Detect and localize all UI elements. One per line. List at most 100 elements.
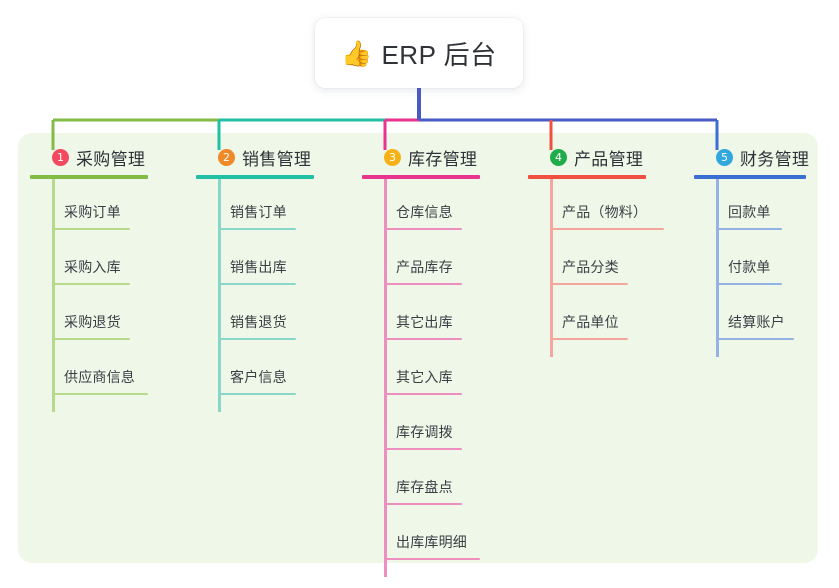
branch-child-item[interactable]: 库存盘点 xyxy=(362,456,508,511)
child-label: 客户信息 xyxy=(230,369,287,385)
branch-child-item[interactable]: 库存调拨 xyxy=(362,401,508,456)
branch-header-5[interactable]: 5 财务管理 xyxy=(694,145,814,169)
child-underline xyxy=(384,558,480,560)
branch-child-item[interactable]: 出库库明细 xyxy=(362,511,508,566)
branch-children: 产品（物料） 产品分类产品单位 xyxy=(528,181,674,346)
child-label: 采购退货 xyxy=(64,314,121,330)
child-label: 回款单 xyxy=(728,204,771,220)
child-underline xyxy=(716,283,782,285)
branch-column-3: 3 库存管理仓库信息产品库存其它出库其它入库库存调拨库存盘点出库库明细 xyxy=(362,145,508,577)
branch-column-4: 4 产品管理产品（物料） 产品分类产品单位 xyxy=(528,145,674,357)
branch-child-item[interactable]: 采购入库 xyxy=(30,236,176,291)
branch-spine xyxy=(384,179,387,577)
child-underline xyxy=(384,393,462,395)
child-underline xyxy=(52,393,148,395)
child-label: 其它出库 xyxy=(396,314,453,330)
child-label: 其它入库 xyxy=(396,369,453,385)
branch-column-5: 5 财务管理回款单付款单结算账户 xyxy=(694,145,814,357)
branch-child-item[interactable]: 销售订单 xyxy=(196,181,342,236)
branch-children: 销售订单销售出库销售退货客户信息 xyxy=(196,181,342,401)
child-underline xyxy=(716,228,782,230)
branch-child-item[interactable]: 产品库存 xyxy=(362,236,508,291)
branch-number-badge: 5 xyxy=(716,148,733,166)
branch-spine xyxy=(52,179,55,412)
branch-child-item[interactable]: 回款单 xyxy=(694,181,814,236)
child-label: 产品单位 xyxy=(562,314,619,330)
branch-header-2[interactable]: 2 销售管理 xyxy=(196,145,342,169)
branch-title: 产品管理 xyxy=(574,149,644,169)
child-label: 采购订单 xyxy=(64,204,121,220)
child-underline xyxy=(550,228,664,230)
child-underline xyxy=(384,338,462,340)
child-label: 库存调拨 xyxy=(396,424,453,440)
branch-number-badge: 1 xyxy=(52,148,69,166)
branch-child-item[interactable]: 产品（物料） xyxy=(528,181,674,236)
branch-child-item[interactable]: 客户信息 xyxy=(196,346,342,401)
branch-number-badge: 4 xyxy=(550,148,567,166)
branch-title: 财务管理 xyxy=(740,149,810,169)
child-underline xyxy=(550,283,628,285)
child-label: 产品分类 xyxy=(562,259,619,275)
child-underline xyxy=(218,393,296,395)
thumbs-up-icon: 👍 xyxy=(341,38,373,68)
child-underline xyxy=(52,228,130,230)
branch-child-item[interactable]: 结算账户 xyxy=(694,291,814,346)
child-label: 出库库明细 xyxy=(396,534,467,550)
child-underline xyxy=(716,338,794,340)
child-underline xyxy=(384,448,462,450)
branch-child-item[interactable]: 产品单位 xyxy=(528,291,674,346)
branch-child-item[interactable]: 付款单 xyxy=(694,236,814,291)
branch-children: 仓库信息产品库存其它出库其它入库库存调拨库存盘点出库库明细 xyxy=(362,181,508,566)
branch-header-4[interactable]: 4 产品管理 xyxy=(528,145,674,169)
child-underline xyxy=(218,338,296,340)
child-underline xyxy=(384,283,462,285)
branch-underline xyxy=(528,175,646,179)
branch-title: 库存管理 xyxy=(408,149,478,169)
root-title: ERP 后台 xyxy=(381,39,497,70)
child-underline xyxy=(52,283,130,285)
root-node[interactable]: 👍 ERP 后台 xyxy=(315,18,523,88)
child-label: 结算账户 xyxy=(728,314,785,330)
branch-header-1[interactable]: 1 采购管理 xyxy=(30,145,176,169)
child-label: 付款单 xyxy=(728,259,771,275)
branch-underline xyxy=(362,175,480,179)
branch-spine xyxy=(716,179,719,357)
branch-number-badge: 3 xyxy=(384,148,401,166)
child-label: 采购入库 xyxy=(64,259,121,275)
branch-title: 采购管理 xyxy=(76,149,146,169)
branch-underline xyxy=(196,175,314,179)
child-label: 供应商信息 xyxy=(64,369,135,385)
branch-child-item[interactable]: 采购退货 xyxy=(30,291,176,346)
branch-child-item[interactable]: 其它出库 xyxy=(362,291,508,346)
child-underline xyxy=(218,228,296,230)
branch-number-badge: 2 xyxy=(218,148,235,166)
child-label: 仓库信息 xyxy=(396,204,453,220)
child-underline xyxy=(550,338,628,340)
branch-header-3[interactable]: 3 库存管理 xyxy=(362,145,508,169)
branch-spine xyxy=(550,179,553,357)
branch-child-item[interactable]: 销售出库 xyxy=(196,236,342,291)
branch-children: 回款单付款单结算账户 xyxy=(694,181,814,346)
child-label: 销售退货 xyxy=(230,314,287,330)
child-label: 销售订单 xyxy=(230,204,287,220)
branch-panel-background xyxy=(18,133,818,563)
child-label: 产品（物料） xyxy=(562,204,648,220)
branch-child-item[interactable]: 其它入库 xyxy=(362,346,508,401)
branch-child-item[interactable]: 采购订单 xyxy=(30,181,176,236)
branch-child-item[interactable]: 产品分类 xyxy=(528,236,674,291)
branch-child-item[interactable]: 仓库信息 xyxy=(362,181,508,236)
child-underline xyxy=(218,283,296,285)
branch-child-item[interactable]: 供应商信息 xyxy=(30,346,176,401)
branch-title: 销售管理 xyxy=(242,149,312,169)
branch-child-item[interactable]: 销售退货 xyxy=(196,291,342,346)
child-label: 产品库存 xyxy=(396,259,453,275)
branch-column-2: 2 销售管理销售订单销售出库销售退货客户信息 xyxy=(196,145,342,412)
child-underline xyxy=(52,338,130,340)
child-label: 库存盘点 xyxy=(396,479,453,495)
branch-spine xyxy=(218,179,221,412)
branch-children: 采购订单采购入库采购退货供应商信息 xyxy=(30,181,176,401)
child-underline xyxy=(384,228,462,230)
child-label: 销售出库 xyxy=(230,259,287,275)
branch-column-1: 1 采购管理采购订单采购入库采购退货供应商信息 xyxy=(30,145,176,412)
